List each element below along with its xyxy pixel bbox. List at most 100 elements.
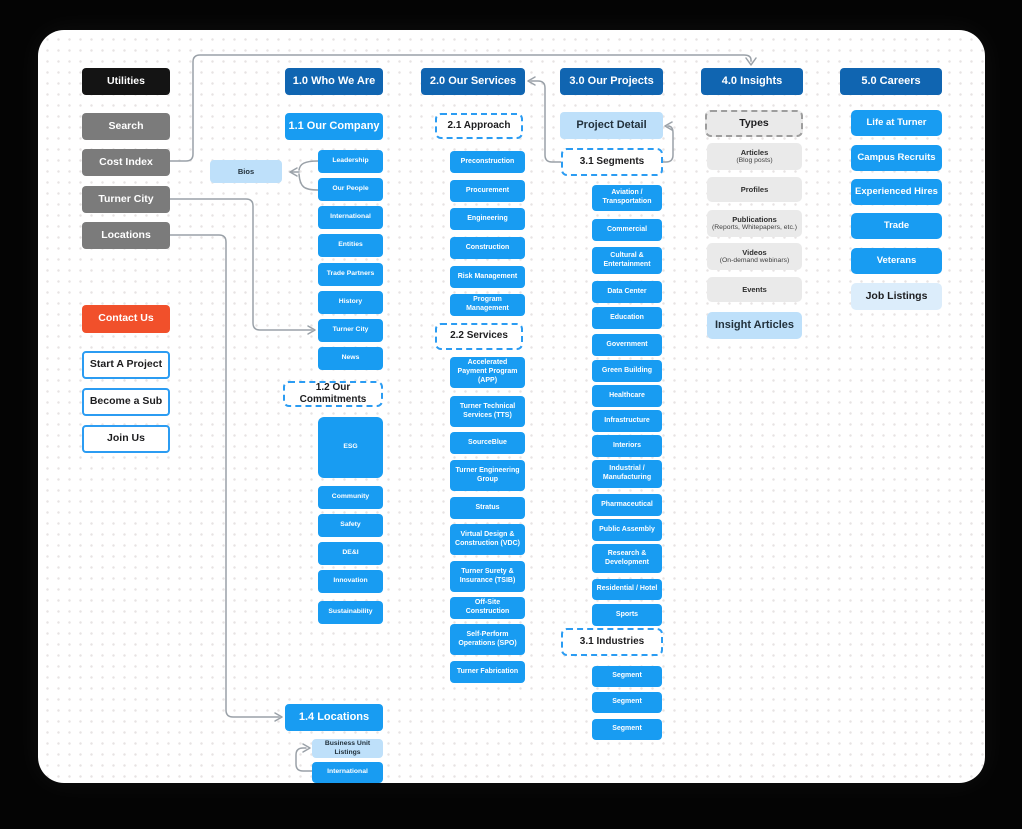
construction-node[interactable]: Construction <box>450 237 525 259</box>
our-projects-header[interactable]: 3.0 Our Projects <box>560 68 663 95</box>
approach-header[interactable]: 2.1 Approach <box>435 113 523 139</box>
veterans-node[interactable]: Veterans <box>851 248 942 274</box>
profiles-node[interactable]: Profiles <box>707 177 802 202</box>
international-node[interactable]: International <box>318 206 383 229</box>
healthcare-node[interactable]: Healthcare <box>592 385 662 407</box>
insight-articles-node[interactable]: Insight Articles <box>707 312 802 339</box>
government-node[interactable]: Government <box>592 334 662 356</box>
sports-node[interactable]: Sports <box>592 604 662 626</box>
our-company-label: 1.1 Our Company <box>288 119 380 132</box>
articles-node[interactable]: Articles (Blog posts) <box>707 143 802 170</box>
cultural-entertainment-node[interactable]: Cultural & Entertainment <box>592 247 662 274</box>
esg-node[interactable]: ESG <box>318 417 383 478</box>
campus-recruits-node[interactable]: Campus Recruits <box>851 145 942 171</box>
contact-us-button[interactable]: Contact Us <box>82 305 170 333</box>
careers-header[interactable]: 5.0 Careers <box>840 68 942 95</box>
tts-node[interactable]: Turner Technical Services (TTS) <box>450 396 525 427</box>
offsite-construction-node[interactable]: Off-Site Construction <box>450 597 525 619</box>
engineering-node[interactable]: Engineering <box>450 208 525 230</box>
life-at-turner-node[interactable]: Life at Turner <box>851 110 942 136</box>
interiors-node[interactable]: Interiors <box>592 435 662 457</box>
trade-partners-node[interactable]: Trade Partners <box>318 263 383 286</box>
industries-header[interactable]: 3.1 Industries <box>561 628 663 656</box>
trade-node[interactable]: Trade <box>851 213 942 239</box>
community-node[interactable]: Community <box>318 486 383 509</box>
tsib-node[interactable]: Turner Surety & Insurance (TSIB) <box>450 561 525 592</box>
green-building-node[interactable]: Green Building <box>592 360 662 382</box>
program-management-node[interactable]: Program Management <box>450 294 525 316</box>
search-node[interactable]: Search <box>82 113 170 140</box>
our-services-header[interactable]: 2.0 Our Services <box>421 68 525 95</box>
public-assembly-node[interactable]: Public Assembly <box>592 519 662 541</box>
publications-node[interactable]: Publications (Reports, Whitepapers, etc.… <box>707 210 802 237</box>
vdc-node[interactable]: Virtual Design & Construction (VDC) <box>450 524 525 555</box>
who-we-are-header[interactable]: 1.0 Who We Are <box>285 68 383 95</box>
dei-node[interactable]: DE&I <box>318 542 383 565</box>
utilities-node[interactable]: Utilities <box>82 68 170 95</box>
our-people-node[interactable]: Our People <box>318 178 383 201</box>
types-label: Types <box>739 116 769 129</box>
news-node[interactable]: News <box>318 347 383 370</box>
sourceblue-node[interactable]: SourceBlue <box>450 432 525 454</box>
residential-hotel-node[interactable]: Residential / Hotel <box>592 579 662 600</box>
turner-city-node[interactable]: Turner City <box>318 319 383 342</box>
interiors-label: Interiors <box>612 441 641 449</box>
start-a-project-button[interactable]: Start A Project <box>82 351 170 379</box>
services-subheader[interactable]: 2.2 Services <box>435 323 523 350</box>
safety-node[interactable]: Safety <box>318 514 383 537</box>
pharmaceutical-node[interactable]: Pharmaceutical <box>592 494 662 516</box>
industry-segment-node-3[interactable]: Segment <box>592 719 662 740</box>
entities-node[interactable]: Entities <box>318 234 383 257</box>
our-commitments-header[interactable]: 1.2 Our Commitments <box>283 381 383 407</box>
industry-segment-node-2[interactable]: Segment <box>592 692 662 713</box>
locations-utility-node[interactable]: Locations <box>82 222 170 249</box>
sustainability-node[interactable]: Sustainability <box>318 601 383 624</box>
offsite-construction-label: Off-Site Construction <box>465 599 510 615</box>
join-us-label: Join Us <box>107 432 145 445</box>
leadership-node[interactable]: Leadership <box>318 150 383 173</box>
videos-node[interactable]: Videos (On-demand webinars) <box>707 243 802 270</box>
data-center-node[interactable]: Data Center <box>592 281 662 303</box>
our-services-label: 2.0 Our Services <box>429 74 517 87</box>
stratus-node[interactable]: Stratus <box>450 497 525 519</box>
research-development-node[interactable]: Research & Development <box>592 544 662 573</box>
cost-index-node[interactable]: Cost Index <box>82 149 170 176</box>
turner-city-utility-node[interactable]: Turner City <box>82 186 170 213</box>
risk-management-node[interactable]: Risk Management <box>450 266 525 288</box>
turner-fabrication-node[interactable]: Turner Fabrication <box>450 661 525 683</box>
spo-node[interactable]: Self-Perform Operations (SPO) <box>450 624 525 655</box>
types-header[interactable]: Types <box>705 110 803 137</box>
turner-engineering-group-node[interactable]: Turner Engineering Group <box>450 460 525 491</box>
project-detail-node[interactable]: Project Detail <box>560 112 663 139</box>
bios-node[interactable]: Bios <box>210 160 282 183</box>
commercial-label: Commercial <box>606 225 648 233</box>
turner-engineering-group-label: Turner Engineering Group <box>455 466 520 483</box>
industry-segment-node-1[interactable]: Segment <box>592 666 662 687</box>
innovation-node[interactable]: Innovation <box>318 570 383 593</box>
job-listings-node[interactable]: Job Listings <box>851 283 942 310</box>
join-us-button[interactable]: Join Us <box>82 425 170 453</box>
our-company-header[interactable]: 1.1 Our Company <box>285 113 383 140</box>
locations-international-node[interactable]: International <box>312 762 383 783</box>
start-a-project-label: Start A Project <box>89 358 163 371</box>
education-node[interactable]: Education <box>592 307 662 329</box>
events-node[interactable]: Events <box>707 277 802 302</box>
experienced-hires-node[interactable]: Experienced Hires <box>851 179 942 205</box>
commercial-node[interactable]: Commercial <box>592 219 662 241</box>
preconstruction-node[interactable]: Preconstruction <box>450 151 525 173</box>
publications-subtitle: (Reports, Whitepapers, etc.) <box>712 223 797 231</box>
app-node[interactable]: Accelerated Payment Program (APP) <box>450 357 525 388</box>
industrial-manufacturing-node[interactable]: Industrial / Manufacturing <box>592 460 662 488</box>
segments-header[interactable]: 3.1 Segments <box>561 148 663 176</box>
procurement-node[interactable]: Procurement <box>450 180 525 202</box>
infrastructure-node[interactable]: Infrastructure <box>592 410 662 432</box>
industry-segment-label-2: Segment <box>612 698 642 706</box>
insights-header[interactable]: 4.0 Insights <box>701 68 803 95</box>
become-a-sub-button[interactable]: Become a Sub <box>82 388 170 416</box>
tsib-label: Turner Surety & Insurance (TSIB) <box>459 567 516 584</box>
trade-label: Trade <box>883 220 910 232</box>
locations-header[interactable]: 1.4 Locations <box>285 704 383 731</box>
history-node[interactable]: History <box>318 291 383 314</box>
aviation-transportation-node[interactable]: Aviation / Transportation <box>592 185 662 211</box>
business-unit-listings-node[interactable]: Business Unit Listings <box>312 739 383 758</box>
